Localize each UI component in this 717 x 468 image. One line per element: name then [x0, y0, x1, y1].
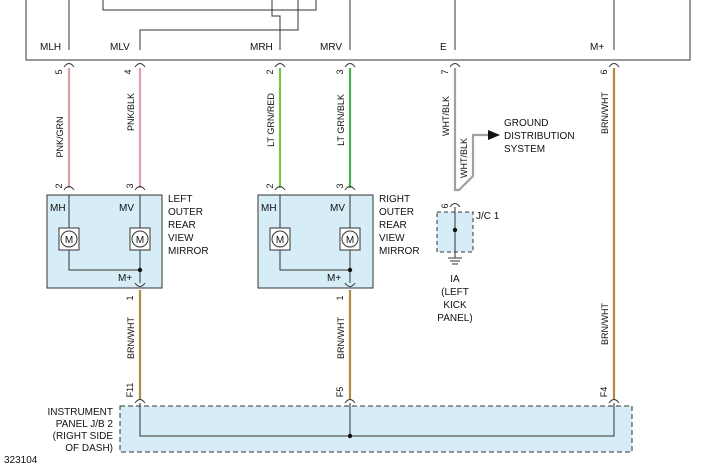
left-mirror-label-mplus: M+ — [118, 273, 132, 284]
wire-label-pnk-grn: PNK/GRN — [55, 116, 65, 157]
right-mirror-title-2: OUTER — [379, 207, 414, 218]
wire-label-brn-wht-left: BRN/WHT — [126, 317, 136, 359]
ecu-pin-num-mrh: 2 — [265, 69, 275, 74]
jb-line-4: OF DASH) — [65, 443, 113, 454]
left-mirror-motor-h-label: M — [65, 235, 73, 246]
right-mirror: 2 3 MH MV M+ M M 1 RIGHT OUTER REAR VIEW… — [257, 183, 420, 301]
ground-point-line-2: (LEFT — [441, 287, 469, 298]
diagram-id: 323104 — [4, 455, 38, 466]
ecu-pin-mplus: M+ — [590, 42, 604, 53]
right-mirror-pin-mh: 2 — [265, 183, 275, 188]
left-mirror-label-mh: MH — [50, 203, 66, 214]
right-mirror-pin-mplus: 1 — [335, 295, 345, 300]
ground-point-line-4: PANEL) — [437, 313, 472, 324]
left-mirror-title-4: VIEW — [168, 233, 194, 244]
wire-label-brn-wht-right: BRN/WHT — [336, 317, 346, 359]
wire-label-pnk-blk: PNK/BLK — [126, 93, 136, 131]
ground-distribution-line-3: SYSTEM — [504, 144, 545, 155]
ground-distribution-arrow-icon — [488, 130, 500, 140]
jb-line-3: (RIGHT SIDE — [53, 431, 114, 442]
wire-label-wht-blk-branch: WHT/BLK — [459, 138, 469, 178]
ground-point-line-3: KICK — [443, 300, 467, 311]
ecu-pin-e: E — [440, 42, 447, 53]
ground-distribution-line-2: DISTRIBUTION — [504, 131, 575, 142]
right-mirror-title-3: REAR — [379, 220, 407, 231]
jb-pin-f11: F11 — [125, 383, 135, 398]
jb-pin-f4: F4 — [599, 387, 609, 398]
jb-line-2: PANEL J/B 2 — [56, 419, 114, 430]
junction-pin: 6 — [440, 203, 450, 208]
wire-label-brn-wht-ecu: BRN/WHT — [600, 92, 610, 134]
left-mirror-title-2: OUTER — [168, 207, 203, 218]
junction-block: F11 F5 F4 — [119, 383, 633, 453]
wire-label-lt-grn-blk: LT GRN/BLK — [336, 94, 346, 146]
ecu-pin-num-e: 7 — [440, 69, 450, 74]
right-mirror-label-mv: MV — [330, 203, 345, 214]
wire-wht-blk — [453, 68, 490, 192]
wire-label-brn-wht-f4: BRN/WHT — [600, 303, 610, 345]
right-mirror-label-mplus: M+ — [327, 273, 341, 284]
right-mirror-motor-h-label: M — [276, 235, 284, 246]
ecu-box — [25, 0, 691, 61]
ground-distribution-line-1: GROUND — [504, 118, 548, 129]
left-mirror-pin-mh: 2 — [54, 183, 64, 188]
right-mirror-motor-v-label: M — [346, 235, 354, 246]
right-mirror-title-5: MIRROR — [379, 246, 420, 257]
junction-name: J/C 1 — [476, 211, 500, 222]
ecu-pin-mrh: MRH — [250, 42, 273, 53]
ecu-pin-num-mrv: 3 — [335, 69, 345, 74]
right-mirror-title-1: RIGHT — [379, 194, 410, 205]
ecu-pin-num-mplus: 6 — [599, 69, 609, 74]
junction-connector: 6 J/C 1 — [436, 203, 500, 253]
ground-point-line-1: IA — [450, 274, 460, 285]
jb-line-1: INSTRUMENT — [47, 407, 113, 418]
right-mirror-title-4: VIEW — [379, 233, 405, 244]
ground-symbol-icon — [448, 252, 462, 265]
wire-label-lt-grn-red: LT GRN/RED — [266, 93, 276, 147]
right-mirror-label-mh: MH — [261, 203, 277, 214]
left-mirror-title-5: MIRROR — [168, 246, 209, 257]
left-mirror-title-1: LEFT — [168, 194, 192, 205]
left-mirror-pin-mv: 3 — [125, 183, 135, 188]
wire-label-wht-blk: WHT/BLK — [441, 96, 451, 136]
ecu-pin-mrv: MRV — [320, 42, 342, 53]
ecu-pin-num-mlh: 5 — [54, 69, 64, 74]
right-mirror-pin-mv: 3 — [335, 183, 345, 188]
left-mirror-pin-mplus: 1 — [125, 295, 135, 300]
jb-pin-f5: F5 — [335, 387, 345, 398]
left-mirror: 2 3 MH MV M+ M M 1 LEFT OUTER REAR VIEW … — [46, 183, 209, 301]
left-mirror-motor-v-label: M — [136, 235, 144, 246]
ecu-pin-num-mlv: 4 — [123, 69, 133, 74]
left-mirror-label-mv: MV — [119, 203, 134, 214]
ecu-pin-mlh: MLH — [40, 42, 61, 53]
ecu-pin-mlv: MLV — [110, 42, 130, 53]
left-mirror-title-3: REAR — [168, 220, 196, 231]
connector-arcs — [63, 63, 620, 68]
